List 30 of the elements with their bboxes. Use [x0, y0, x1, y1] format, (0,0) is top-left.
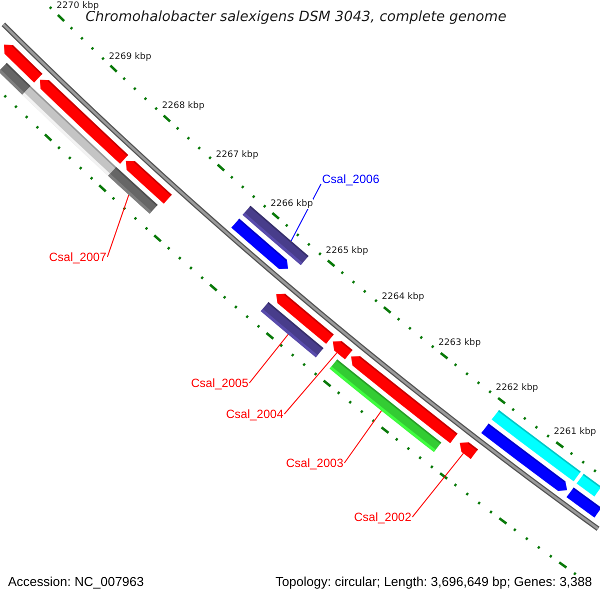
scale-label: 2268 kbp	[162, 101, 204, 112]
gene-label: Csal_2006	[322, 172, 380, 186]
scale-label: 2264 kbp	[382, 292, 424, 302]
gene-label: Csal_2007	[49, 250, 106, 264]
leader-line	[248, 334, 289, 384]
gene-label: Csal_2003	[286, 456, 344, 470]
scale-label: 2267 kbp	[216, 150, 258, 160]
gene-label: Csal_2005	[191, 376, 248, 390]
gene-segment	[332, 341, 353, 360]
footer-text: Accession: NC_007963	[8, 574, 144, 589]
gene-label: Csal_2002	[354, 510, 412, 524]
scale-label: 2265 kbp	[326, 246, 368, 256]
gene-segment	[460, 442, 478, 459]
map-title: Chromohalobacter salexigens DSM 3043, complete genome	[86, 9, 508, 25]
scale-label: 2262 kbp	[496, 382, 538, 393]
leader-line	[284, 352, 338, 414]
leader-line	[290, 184, 322, 242]
scale-label: 2269 kbp	[108, 52, 152, 62]
gene-segment	[260, 302, 324, 358]
leader-line	[344, 410, 382, 464]
scale-label: 2266 kbp	[270, 198, 313, 208]
scale-label: 2263 kbp	[438, 338, 481, 348]
leader-line	[106, 194, 130, 258]
gene-segment	[330, 359, 442, 452]
scale-label: 2270 kbp	[56, 1, 99, 12]
gene-segment	[108, 166, 158, 214]
gene-label: Csal_2004	[226, 407, 284, 421]
scale-label: 2261 kbp	[554, 426, 596, 437]
footer-text: Topology: circular; Length: 3,696,649 bp; Genes: 3,388	[275, 574, 592, 589]
leader-line	[412, 452, 464, 518]
